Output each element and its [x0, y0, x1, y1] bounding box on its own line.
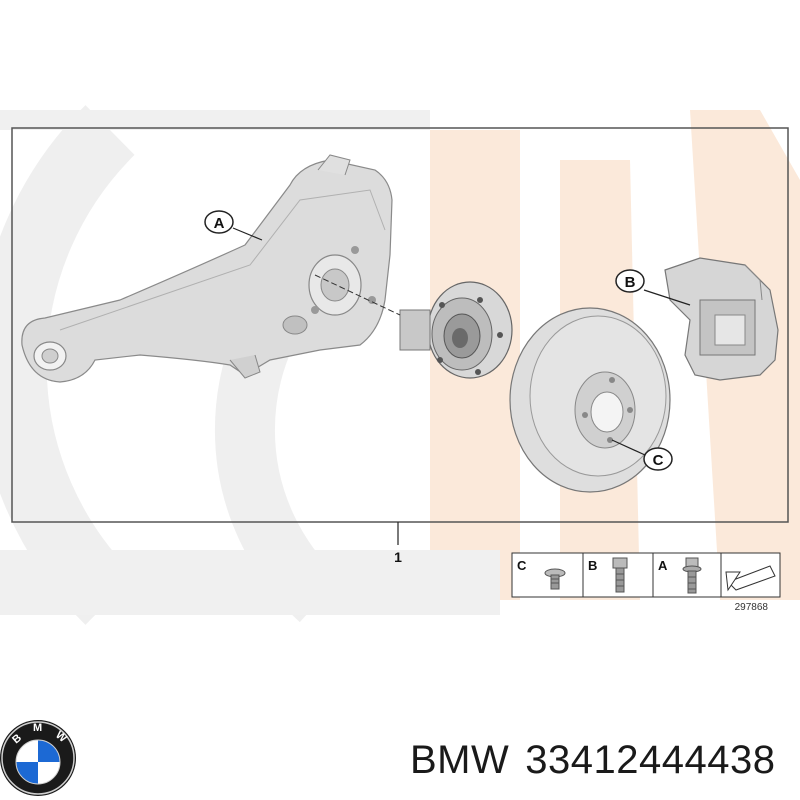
flat-head-screw-icon	[544, 568, 566, 590]
brake-caliper-part	[664, 257, 779, 381]
callout-a-label: A	[214, 215, 225, 232]
callout-b: B	[615, 269, 691, 306]
assembly-callout: 1	[394, 522, 402, 565]
fastener-legend: C B A 297868	[511, 552, 781, 613]
brake-disc-part	[509, 307, 671, 493]
bmw-roundel-logo: B M W	[0, 720, 76, 796]
diagram-number: 297868	[735, 602, 769, 613]
legend-label-b: B	[588, 558, 597, 573]
trailing-arm-part	[21, 154, 393, 383]
callout-c: C	[611, 439, 673, 471]
watermark	[0, 105, 800, 625]
arrow-right-icon	[725, 565, 776, 592]
brand-name: BMW	[410, 738, 510, 782]
callout-b-label: B	[625, 274, 636, 291]
flange-bolt-icon	[682, 557, 702, 594]
callout-a: A	[204, 210, 263, 241]
assembly-number: 1	[394, 549, 402, 565]
callout-c-label: C	[653, 452, 664, 469]
part-number: 33412444438	[525, 738, 776, 782]
hex-bolt-icon	[612, 557, 628, 593]
legend-label-c: C	[517, 558, 527, 573]
wheel-hub-part	[314, 274, 513, 379]
legend-label-a: A	[658, 558, 668, 573]
diagram-frame	[11, 127, 789, 523]
svg-text:M: M	[33, 722, 42, 734]
brand-part-number: BMW 33412444438	[410, 738, 791, 783]
